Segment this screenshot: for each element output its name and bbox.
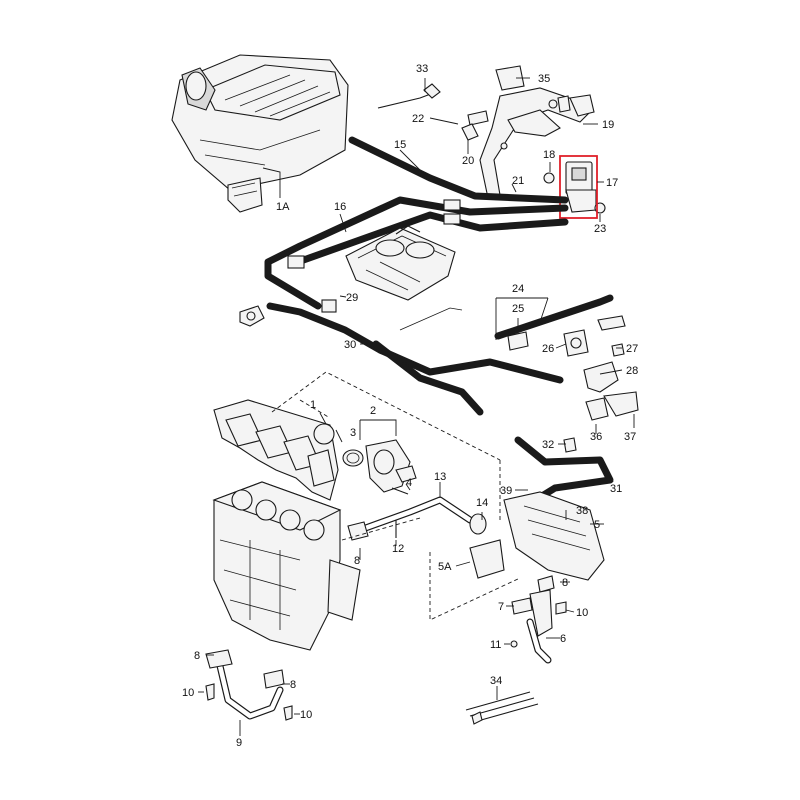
callout-23: 23 bbox=[594, 223, 606, 235]
mounting-bracket bbox=[377, 65, 595, 200]
callout-5: 5 bbox=[594, 519, 600, 531]
callout-8-d: 8 bbox=[290, 679, 296, 691]
callout-15: 15 bbox=[394, 139, 406, 151]
assembly-frames bbox=[271, 371, 521, 621]
callout-14: 14 bbox=[476, 497, 488, 509]
callout-8-c: 8 bbox=[194, 650, 200, 662]
callout-19: 19 bbox=[602, 119, 614, 131]
callout-10-a: 10 bbox=[576, 607, 588, 619]
callout-3: 3 bbox=[350, 427, 356, 439]
callout-35: 35 bbox=[538, 73, 550, 85]
engine-block bbox=[212, 481, 361, 651]
egr-pipe bbox=[347, 496, 487, 541]
callout-8-a: 8 bbox=[354, 555, 360, 567]
callout-16: 16 bbox=[334, 201, 346, 213]
callout-18: 18 bbox=[543, 149, 555, 161]
egr-valve bbox=[342, 439, 417, 495]
callout-17: 17 bbox=[606, 177, 618, 189]
callout-36: 36 bbox=[590, 431, 602, 443]
lower-pipe bbox=[205, 649, 293, 721]
callout-28: 28 bbox=[626, 365, 638, 377]
callout-37: 37 bbox=[624, 431, 636, 443]
callout-26: 26 bbox=[542, 343, 554, 355]
callout-12: 12 bbox=[392, 543, 404, 555]
callout-39: 39 bbox=[500, 485, 512, 497]
callout-6: 6 bbox=[560, 633, 566, 645]
callout-2: 2 bbox=[370, 405, 376, 417]
callout-34: 34 bbox=[490, 675, 502, 687]
callout-32: 32 bbox=[542, 439, 554, 451]
seals-set bbox=[465, 691, 539, 725]
callout-30: 30 bbox=[344, 339, 356, 351]
callout-10-b: 10 bbox=[182, 687, 194, 699]
callout-5A: 5A bbox=[438, 561, 452, 573]
callout-27: 27 bbox=[626, 343, 638, 355]
cylinder-head-cover bbox=[345, 225, 463, 331]
air-filter-housing bbox=[171, 54, 349, 213]
callout-38: 38 bbox=[576, 505, 588, 517]
callout-11: 11 bbox=[490, 639, 501, 651]
right-sensors bbox=[507, 315, 639, 453]
egr-cooler bbox=[469, 491, 605, 664]
callout-24: 24 bbox=[512, 283, 524, 295]
callout-13: 13 bbox=[434, 471, 446, 483]
callout-25: 25 bbox=[512, 303, 524, 315]
callout-1: 1 bbox=[310, 399, 316, 411]
callout-labels: 1A 15 16 17 18 19 20 21 22 23 24 25 26 2… bbox=[182, 63, 638, 749]
callout-21: 21 bbox=[512, 175, 524, 187]
callout-29: 29 bbox=[346, 292, 358, 304]
callout-8-b: 8 bbox=[562, 577, 568, 589]
callout-33: 33 bbox=[416, 63, 428, 75]
leader-lines bbox=[198, 77, 635, 736]
callout-7: 7 bbox=[498, 601, 504, 613]
callout-1A: 1A bbox=[276, 201, 290, 213]
solenoid-highlight-box bbox=[559, 155, 598, 219]
callout-22: 22 bbox=[412, 113, 424, 125]
vacuum-hoses-upper bbox=[239, 136, 614, 500]
callout-9: 9 bbox=[236, 737, 242, 749]
callout-20: 20 bbox=[462, 155, 474, 167]
solenoid-valve bbox=[559, 155, 606, 219]
callout-4: 4 bbox=[406, 477, 412, 489]
callout-10-c: 10 bbox=[300, 709, 312, 721]
callout-31: 31 bbox=[610, 483, 622, 495]
exhaust-manifold bbox=[213, 399, 339, 501]
